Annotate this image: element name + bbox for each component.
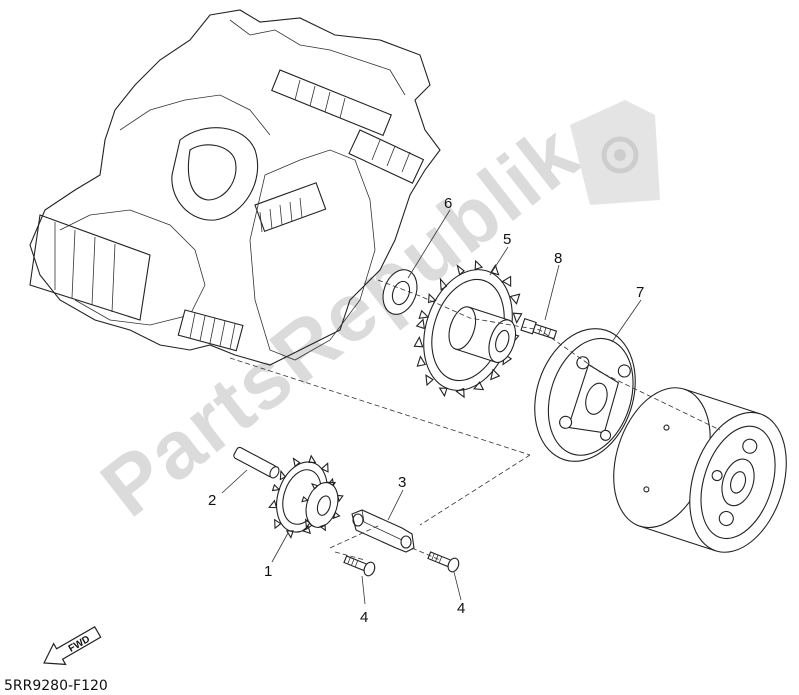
crankshaft [171, 127, 327, 233]
callout-1: 1 [264, 563, 272, 580]
watermark-text: PartsRepublik [85, 107, 596, 534]
leader-lines [221, 209, 642, 605]
part-3-plate [351, 509, 415, 553]
part-7-starter-clutch [534, 328, 636, 462]
part-6-washer [382, 269, 418, 315]
fwd-arrow-icon: FWD [43, 625, 102, 666]
part-5-starter-gear [413, 259, 523, 399]
part-2-shaft [233, 446, 280, 479]
callout-7: 7 [636, 284, 644, 301]
callouts: 6 5 8 7 3 2 1 4 4 [208, 195, 644, 626]
callout-4-right: 4 [457, 600, 465, 617]
part-4-screw-right [427, 551, 460, 573]
callout-3: 3 [398, 474, 406, 491]
fwd-label: FWD [67, 634, 92, 655]
flywheel-rotor [613, 387, 787, 553]
transmission-shafts [271, 69, 425, 184]
part-4-screw-left [343, 555, 376, 577]
callout-2: 2 [208, 492, 216, 509]
starter-motor [29, 214, 151, 321]
callout-4-left: 4 [360, 609, 368, 626]
callout-5: 5 [503, 231, 511, 248]
part-1-idler-gear [268, 454, 344, 539]
diagram-code: 5RR9280-F120 [4, 678, 108, 694]
case-gasket [249, 149, 376, 361]
splined-shaft [177, 309, 244, 352]
part-8-bolt [520, 318, 558, 340]
engine-crankcase [29, 9, 441, 366]
assembly-lines [229, 279, 721, 561]
watermark-gear-icon [570, 100, 660, 205]
callout-6: 6 [444, 195, 452, 212]
callout-8: 8 [554, 250, 562, 267]
